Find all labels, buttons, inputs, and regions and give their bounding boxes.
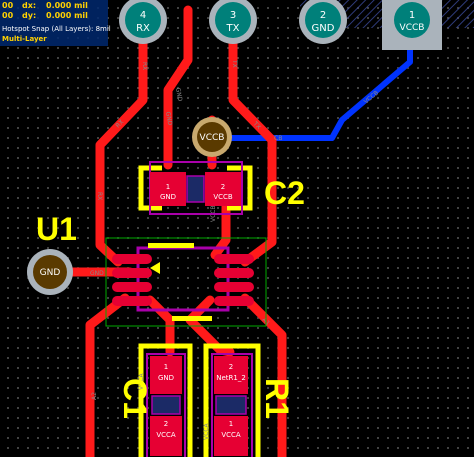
c2-pad-2-net: VCCB	[213, 193, 233, 201]
connector-pad-number: 4	[140, 10, 146, 21]
connector-pad-gnd[interactable]: 2 GND	[299, 0, 347, 44]
c1-pad-2-number: 2	[164, 420, 168, 428]
via-gnd[interactable]: GND	[27, 249, 73, 295]
trace-label-rx-left: RX	[96, 192, 103, 200]
connector-pad-tx[interactable]: 3 TX	[209, 0, 257, 44]
r1-pad-2-net: NetR1_2	[216, 374, 246, 382]
connector-pad-net: GND	[312, 23, 335, 34]
hud-row1-left: 00	[2, 1, 14, 10]
hud-coordinate-panel: 00 dx: 0.000 mil 00 dy: 0.000 mil Hotspo…	[0, 0, 111, 46]
via-vccb[interactable]: VCCB	[192, 117, 232, 157]
connector-pad-net: RX	[136, 23, 150, 34]
via-net-label: VCCB	[200, 133, 225, 143]
connector-pad-vccb[interactable]: 1 VCCB	[382, 0, 442, 50]
c2-body	[186, 175, 205, 203]
connector-pad-number: 2	[320, 10, 326, 21]
c1-pad-2-net: VCCA	[156, 431, 176, 439]
u1-pin-5[interactable]	[214, 296, 254, 306]
c1-courtyard	[146, 353, 186, 457]
u1-silk-top-bar	[148, 243, 194, 248]
c1-designator: C1	[117, 378, 153, 419]
u1-pin-2[interactable]	[112, 268, 152, 278]
c1-pad-1-number: 1	[164, 363, 168, 371]
c2-pad-1-net: GND	[160, 193, 176, 201]
c2-pad-2[interactable]	[205, 172, 241, 206]
trace-label-tx: TX	[231, 59, 238, 68]
u1-pin-4[interactable]	[112, 296, 152, 306]
trace-rx[interactable]	[95, 5, 148, 267]
hud-dy-value: 0.000 mil	[46, 11, 88, 20]
trace-a2[interactable]	[85, 293, 130, 457]
r1-pad-1-number: 1	[229, 420, 233, 428]
u1-pin-3[interactable]	[112, 282, 152, 292]
connector-pad-net: VCCB	[400, 23, 425, 33]
r1-silk-outline	[203, 343, 261, 457]
u1-pin-7[interactable]	[214, 268, 254, 278]
trace-label-rx-mid: RX	[114, 119, 125, 130]
c2-silk-outline-right	[227, 165, 253, 211]
r1-designator: R1	[259, 378, 295, 419]
c1-body	[151, 395, 181, 415]
trace-label-vccb-mid: CB	[274, 135, 282, 142]
trace-label-tx-mid: TX	[251, 120, 262, 131]
hud-snap-text: Hotspot Snap (All Layers): 8mil	[2, 25, 111, 33]
trace-label-vcca-r1: VCCA	[203, 423, 210, 440]
r1-pad-2-number: 2	[229, 363, 233, 371]
trace-gnd-top[interactable]	[163, 5, 193, 170]
c1-pad-1-net: GND	[158, 374, 174, 382]
u1-mech-outline	[105, 237, 267, 327]
hud-dx-value: 0.000 mil	[46, 1, 88, 10]
trace-label-vccb: VCCB	[363, 89, 380, 105]
c1-silk-outline	[138, 343, 193, 457]
connector-header: 4 RX 3 TX 2 GND 1 VCCB	[119, 0, 442, 50]
trace-label-vcca-c1: VCCA	[138, 373, 145, 390]
r1-pad-2[interactable]	[214, 356, 248, 394]
trace-c1-u1[interactable]	[145, 295, 175, 357]
hud-dx-label: dx:	[22, 1, 37, 10]
connector-pad-rx[interactable]: 4 RX	[119, 0, 167, 44]
component-r1[interactable]: 2 NetR1_2 1 VCCA VCCA R1	[203, 343, 295, 457]
u1-pin-1[interactable]	[112, 254, 152, 264]
c2-pad-2-number: 2	[221, 183, 225, 191]
u1-pin-8[interactable]	[214, 254, 254, 264]
trace-tx[interactable]	[228, 5, 277, 267]
trace-a1[interactable]	[240, 293, 287, 457]
connector-pad-net: TX	[226, 23, 240, 34]
u1-pin1-marker	[150, 262, 160, 274]
trace-vccb-bottom[interactable]	[212, 37, 413, 141]
trace-label-a2-left: A2	[91, 392, 98, 400]
component-u1[interactable]: U1	[36, 211, 267, 327]
u1-pin-6[interactable]	[214, 282, 254, 292]
c1-pad-2[interactable]	[150, 416, 182, 456]
r1-courtyard	[211, 353, 253, 457]
hud-layer-text: Multi-Layer	[2, 35, 47, 43]
connector-pad-number: 1	[409, 10, 415, 21]
r1-pad-1-net: VCCA	[221, 431, 241, 439]
via-net-label: GND	[40, 268, 61, 278]
trace-label-gnd-mid: GND	[164, 111, 173, 126]
component-c2[interactable]: 1 GND 2 VCCB C2	[138, 161, 305, 215]
trace-label-gnd: GND	[174, 87, 183, 102]
connector-pad-number: 3	[230, 10, 236, 21]
hud-row2-left: 00	[2, 11, 14, 20]
c2-designator: C2	[264, 175, 305, 211]
component-c1[interactable]: 1 GND 2 VCCA VCCA C1	[117, 343, 193, 457]
r1-body	[215, 395, 247, 415]
c2-pad-1[interactable]	[150, 172, 186, 206]
u1-silk-bottom-bar	[172, 316, 212, 321]
c1-pad-1[interactable]	[150, 356, 182, 394]
trace-label-gnd-u1: GND	[90, 270, 104, 277]
hud-dy-label: dy:	[22, 11, 37, 20]
u1-designator: U1	[36, 211, 77, 247]
r1-pad-1[interactable]	[214, 416, 248, 456]
c2-pad-1-number: 1	[166, 183, 170, 191]
c2-silk-outline	[138, 165, 162, 211]
trace-label-rx: RX	[141, 62, 148, 70]
